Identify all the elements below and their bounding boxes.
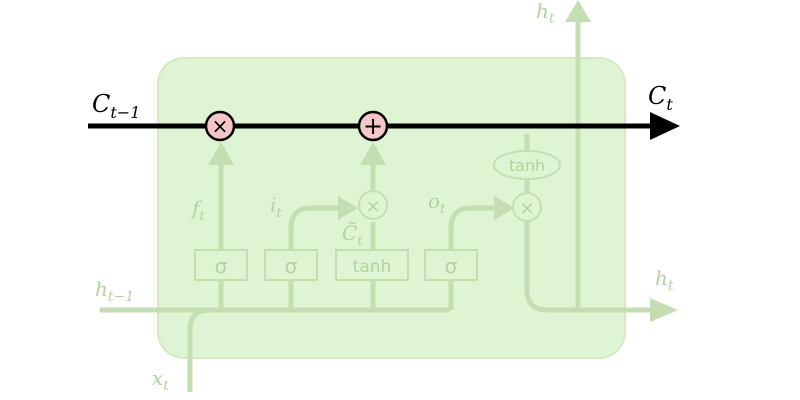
input-gate-box — [264, 249, 318, 281]
forget-gate-label: σ — [215, 254, 228, 278]
c-tilde-label: C̃t — [342, 221, 363, 249]
output-multiply-op — [512, 192, 542, 222]
add-icon: + — [363, 112, 383, 140]
forget-gate-box — [194, 249, 248, 281]
output-multiply-icon: × — [519, 198, 534, 219]
c-t-label: Ct — [648, 82, 673, 114]
add-op — [357, 110, 389, 142]
o-t-label: ot — [428, 189, 446, 217]
input-multiply-op — [358, 190, 388, 220]
h-top-label: ht — [536, 0, 555, 27]
i-t-label: it — [270, 193, 282, 221]
cell-tanh-ellipse — [493, 150, 561, 180]
h-right-label: ht — [655, 266, 674, 294]
cell-box — [157, 57, 626, 359]
input-gate-label: σ — [285, 254, 298, 278]
input-multiply-icon: × — [365, 196, 380, 217]
c-prev-label: Ct−1 — [92, 90, 140, 122]
x-t-label: xt — [152, 366, 169, 394]
h-prev-label: ht−1 — [95, 277, 134, 305]
forget-multiply-op — [204, 110, 236, 142]
output-gate-box — [424, 249, 478, 281]
candidate-gate-box — [335, 249, 409, 281]
faded-arrowheads — [208, 0, 678, 322]
cell-tanh-label: tanh — [509, 156, 545, 175]
cell-state-arrowhead — [650, 112, 680, 140]
candidate-gate-label: tanh — [353, 257, 392, 277]
output-gate-label: σ — [445, 254, 458, 278]
forget-multiply-icon: × — [212, 114, 229, 138]
